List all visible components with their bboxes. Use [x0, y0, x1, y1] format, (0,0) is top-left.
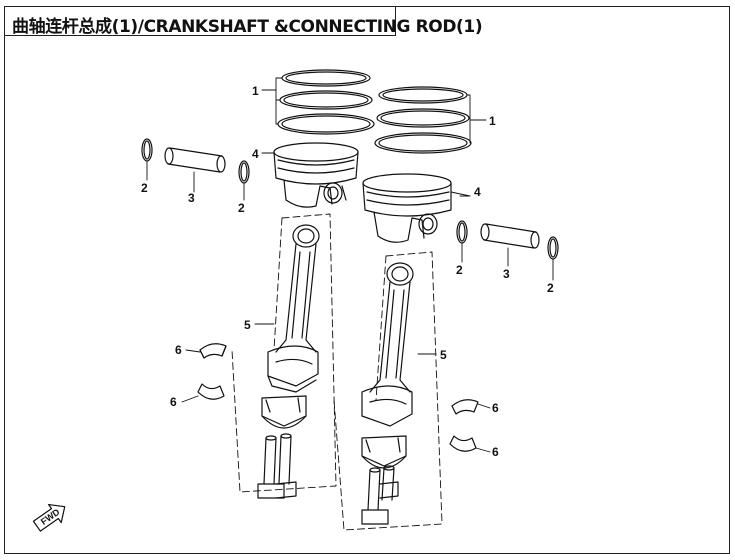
callout-1-right: 1	[489, 114, 496, 128]
piston-pin-right	[480, 223, 540, 249]
rod-cap-right	[361, 435, 407, 469]
circlips-left	[141, 138, 250, 184]
callout-2-right-b: 2	[547, 281, 554, 295]
bearing-shells-right	[449, 399, 479, 452]
callout-6-right-a: 6	[492, 401, 499, 415]
rod-bolts-left	[257, 433, 297, 499]
circlips-right	[456, 220, 559, 260]
piston-left	[273, 142, 359, 208]
callout-6-left-a: 6	[175, 343, 182, 357]
callout-4-right: 4	[474, 185, 481, 199]
rod-bolts-right	[361, 465, 399, 525]
piston-rings-left	[277, 69, 375, 135]
callout-3-right: 3	[503, 267, 510, 281]
diagram-title: 曲轴连杆总成(1)/CRANKSHAFT &CONNECTING ROD(1)	[12, 17, 483, 37]
piston-rings-right	[374, 86, 472, 154]
callout-4-left: 4	[252, 147, 259, 161]
piston-pin-left	[164, 147, 226, 173]
title-box: 曲轴连杆总成(1)/CRANKSHAFT &CONNECTING ROD(1)	[4, 6, 483, 37]
callout-1-left: 1	[252, 84, 259, 98]
diagram-frame	[4, 6, 730, 554]
callout-2-left-b: 2	[238, 201, 245, 215]
callout-5-right: 5	[440, 348, 447, 362]
callout-2-right-a: 2	[456, 263, 463, 277]
rod-cap-left	[261, 395, 307, 429]
fwd-arrow-icon: FWD	[32, 503, 66, 532]
callout-2-left-a: 2	[141, 181, 148, 195]
connecting-rod-right	[361, 262, 414, 427]
leader-lines	[146, 77, 554, 453]
callout-6-right-b: 6	[492, 445, 499, 459]
callout-3-left: 3	[188, 191, 195, 205]
callout-6-left-b: 6	[170, 395, 177, 409]
bearing-shells-left	[197, 343, 227, 400]
connecting-rod-left	[267, 224, 320, 393]
piston-right	[362, 173, 452, 243]
callout-5-left: 5	[244, 318, 251, 332]
